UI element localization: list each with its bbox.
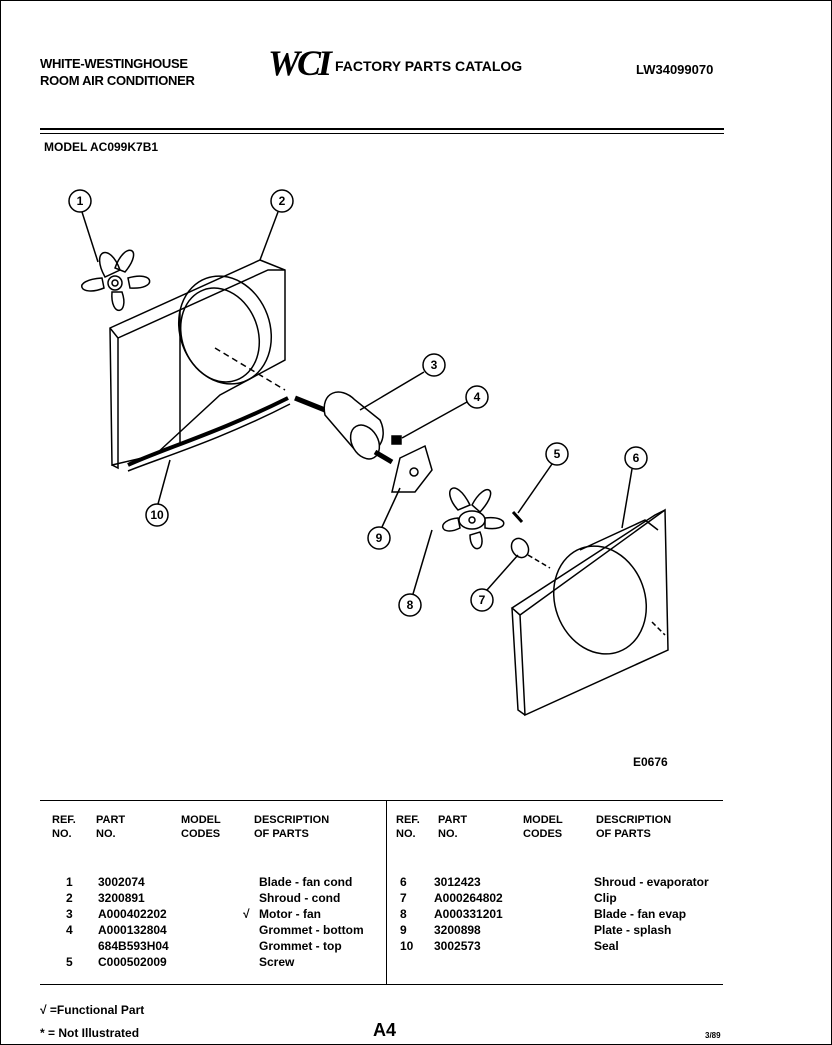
header-part-no-right: PART NO. (438, 814, 468, 840)
parts-table: REF. NO. PART NO. MODEL CODES DESCRIPTIO… (40, 800, 723, 985)
header-description-right: DESCRIPTION OF PARTS (596, 814, 672, 840)
table-row-part: 3012423 (434, 875, 481, 889)
callout-4: 4 (474, 390, 481, 404)
screw-drawing (511, 510, 524, 524)
table-row-part: 3200898 (434, 923, 481, 937)
functional-mark (243, 954, 250, 970)
functional-mark (243, 874, 250, 890)
exploded-parts-diagram: 1 2 3 4 5 6 7 8 9 10 (68, 189, 669, 717)
not-illustrated-note: * = Not Illustrated (40, 1026, 140, 1040)
table-row-ref: 4 (66, 923, 73, 937)
table-row-ref: 10 (400, 939, 414, 953)
callout-10: 10 (150, 508, 164, 522)
table-row-desc: Clip (594, 891, 617, 905)
model-line: MODEL AC099K7B1 (44, 140, 159, 154)
callout-7: 7 (479, 593, 486, 607)
table-row-part: A000132804 (98, 923, 167, 937)
table-divider (386, 801, 387, 984)
table-row-ref: 6 (400, 875, 407, 889)
table-row-ref: 9 (400, 923, 407, 937)
functional-mark (243, 890, 250, 906)
callout-1: 1 (77, 194, 84, 208)
table-row-part: A000331201 (434, 907, 503, 921)
right-part-column: 3012423 A000264802 A000331201 3200898 30… (434, 874, 503, 954)
table-row-ref: 7 (400, 891, 407, 905)
header-part-no: PART NO. (96, 814, 126, 840)
callout-9: 9 (376, 531, 383, 545)
callout-2: 2 (279, 194, 286, 208)
table-row-part: 684B593H04 (98, 939, 169, 953)
table-row-desc: Grommet - top (259, 939, 342, 953)
table-row-desc: Plate - splash (594, 923, 672, 937)
table-row-part: A000402202 (98, 907, 167, 921)
table-row-ref: 1 (66, 875, 73, 889)
clip-drawing (510, 537, 551, 569)
table-row-desc: Grommet - bottom (259, 923, 364, 937)
table-row-part: 3002573 (434, 939, 481, 953)
brand-line-2: ROOM AIR CONDITIONER (40, 73, 195, 88)
document-number: LW34099070 (636, 62, 714, 77)
wci-logo: WCI (268, 43, 332, 83)
table-row-part: A000264802 (434, 891, 503, 905)
table-row-desc: Shroud - cond (259, 891, 341, 905)
callout-5: 5 (554, 447, 561, 461)
page-number: A4 (373, 1020, 397, 1040)
brand-block: WHITE-WESTINGHOUSE ROOM AIR CONDITIONER (40, 55, 195, 89)
left-part-column: 3002074 3200891 A000402202 A000132804 68… (98, 874, 169, 970)
right-desc-column: Shroud - evaporator Clip Blade - fan eva… (594, 874, 709, 954)
revision-code: 3/89 (705, 1031, 721, 1040)
table-row-ref: 5 (66, 955, 73, 969)
functional-mark (243, 922, 250, 938)
brand-line-1: WHITE-WESTINGHOUSE (40, 56, 188, 71)
evaporator-fan-blade-drawing (442, 487, 505, 550)
splash-plate-drawing (391, 444, 433, 493)
table-row-ref: 3 (66, 907, 73, 921)
left-mark-column: √ (243, 874, 250, 970)
header-rule-bottom (40, 133, 724, 134)
callout-6: 6 (633, 451, 640, 465)
header-model-codes-right: MODEL CODES (523, 814, 563, 840)
seal-drawing (127, 396, 291, 472)
catalog-title: FACTORY PARTS CATALOG (335, 58, 523, 74)
header-description: DESCRIPTION OF PARTS (254, 814, 330, 840)
left-desc-column: Blade - fan cond Shroud - cond Motor - f… (259, 874, 364, 970)
table-row-part: 3200891 (98, 891, 145, 905)
table-row-ref: 2 (66, 891, 73, 905)
condenser-shroud-drawing (109, 259, 286, 470)
callout-markers (68, 189, 648, 617)
fan-motor-drawing (294, 391, 394, 465)
functional-part-note: √ =Functional Part (40, 1003, 145, 1017)
callout-3: 3 (431, 358, 438, 372)
table-row-desc: Screw (259, 955, 295, 969)
table-row-desc: Seal (594, 939, 619, 953)
evaporator-shroud-drawing (510, 508, 669, 717)
table-row-desc: Shroud - evaporator (594, 875, 709, 889)
table-row-part: 3002074 (98, 875, 145, 889)
functional-mark: √ (243, 907, 250, 921)
table-row-ref (66, 938, 73, 954)
header-ref-no-right: REF. NO. (396, 814, 420, 840)
header-rule-top (40, 128, 724, 130)
right-ref-column: 6 7 8 9 10 (400, 874, 413, 954)
table-row-part: C000502009 (98, 955, 167, 969)
table-row-ref: 8 (400, 907, 407, 921)
table-row-desc: Blade - fan cond (259, 875, 353, 889)
callout-8: 8 (407, 598, 414, 612)
condenser-fan-blade-drawing (81, 249, 151, 312)
table-row-desc: Motor - fan (259, 907, 321, 921)
diagram-code: E0676 (633, 755, 668, 769)
header-model-codes: MODEL CODES (181, 814, 221, 840)
functional-mark (243, 938, 250, 954)
left-ref-column: 1 2 3 4 5 (66, 874, 73, 970)
grommet-drawing (391, 435, 402, 445)
header-ref-no: REF. NO. (52, 814, 76, 840)
table-row-desc: Blade - fan evap (594, 907, 687, 921)
